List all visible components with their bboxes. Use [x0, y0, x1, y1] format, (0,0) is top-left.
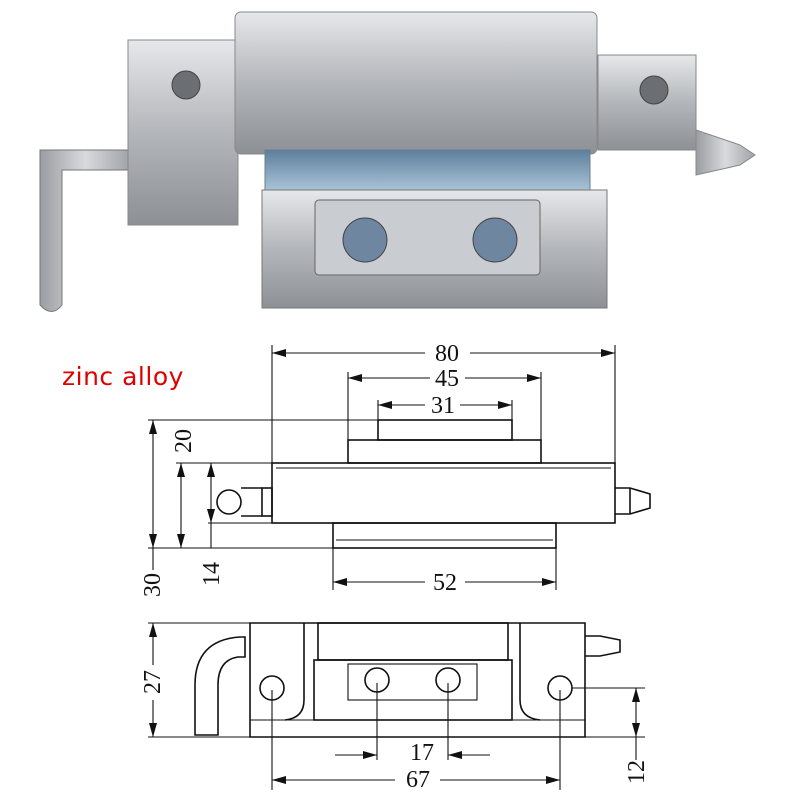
left-ear — [127, 39, 239, 226]
top-view-drawing: 17 67 27 12 — [140, 622, 650, 793]
bent-pin — [39, 149, 131, 312]
threaded-hole-icon — [639, 75, 669, 105]
mount-hole-icon — [342, 217, 388, 263]
hinge-leaf — [264, 149, 591, 191]
dim-12: 12 — [624, 760, 650, 784]
dim-52: 52 — [433, 570, 457, 596]
dim-27: 27 — [140, 670, 166, 694]
dim-30: 30 — [140, 573, 166, 597]
mount-hole-icon — [472, 217, 518, 263]
dim-14: 14 — [199, 562, 225, 586]
front-view-drawing: 80 45 31 52 30 20 14 — [140, 341, 651, 597]
dim-20: 20 — [171, 429, 197, 453]
hinge-photo — [39, 11, 756, 312]
bent-pin-outline — [194, 636, 246, 736]
material-label: zinc alloy — [62, 362, 184, 391]
dim-17: 17 — [410, 740, 434, 766]
dim-80: 80 — [435, 341, 459, 367]
dim-31: 31 — [431, 393, 455, 419]
dim-45: 45 — [435, 366, 459, 392]
dim-67: 67 — [406, 767, 430, 793]
pin-end-icon — [216, 489, 242, 515]
threaded-hole-icon — [171, 70, 201, 100]
pin-tip — [695, 129, 756, 176]
hinge-cover — [234, 11, 598, 155]
